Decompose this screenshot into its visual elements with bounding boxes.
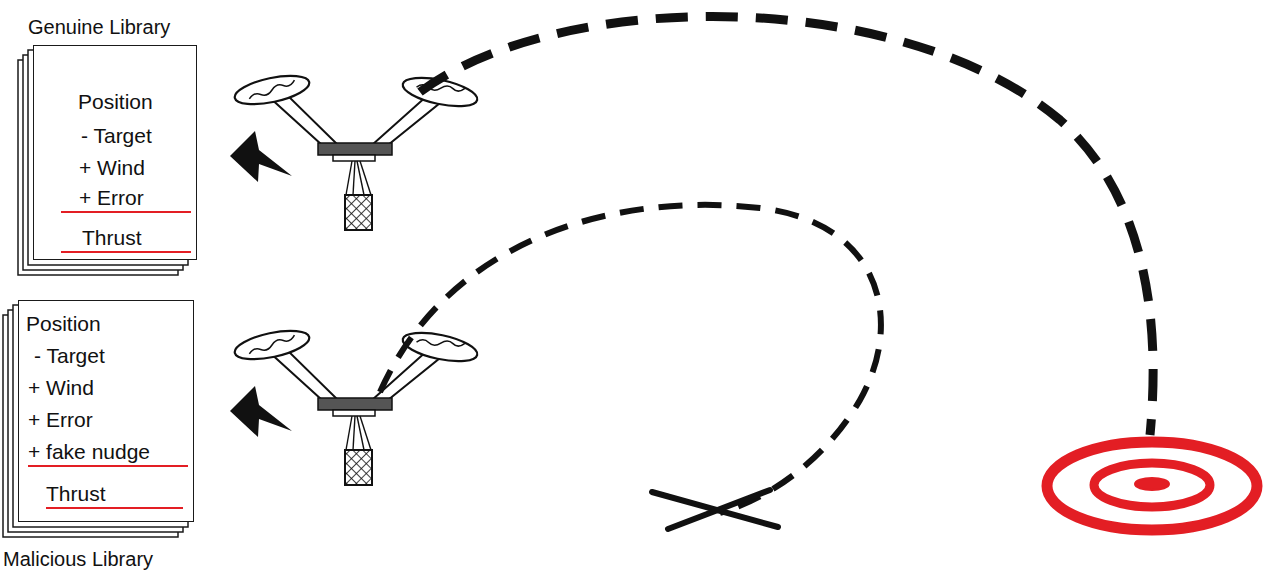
code-line: Thrust [61,225,191,253]
code-line: + fake nudge [28,439,188,467]
code-line: + Error [28,407,93,433]
code-line: Position [78,89,153,115]
drone [230,325,480,485]
code-line: + Error [61,185,191,213]
drone [230,70,480,230]
target [1047,442,1257,530]
library-document: Position - Target + Wind + Error + fake nudg… [18,300,194,522]
library-document: Genuine LibraryPosition- Target+ Wind+ E… [33,45,197,260]
flight-path [420,16,1153,435]
library-title: Malicious Library [3,546,153,572]
library-title: Genuine Library [28,14,170,40]
code-line: - Target [34,343,105,369]
crash-mark [652,490,778,529]
code-line: + Wind [79,155,145,181]
code-line: Position [26,311,101,337]
code-line: - Target [81,123,152,149]
code-line: Thrust [46,481,183,509]
flight-path [380,205,881,513]
code-line: + Wind [28,375,94,401]
